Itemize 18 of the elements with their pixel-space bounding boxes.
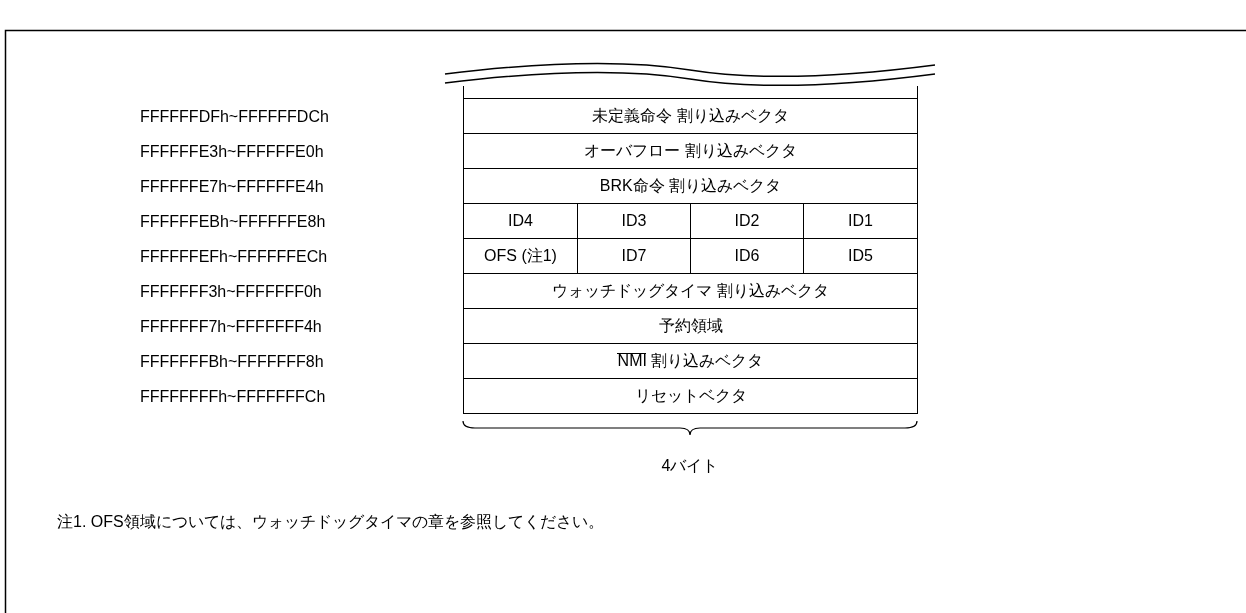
address-label: FFFFFFF7h~FFFFFFF4h xyxy=(140,318,322,336)
address-label: FFFFFFFFh~FFFFFFFCh xyxy=(140,388,326,406)
vector-cell: 予約領域 xyxy=(463,308,918,344)
address-label: FFFFFFE3h~FFFFFFE0h xyxy=(140,143,324,161)
address-label: FFFFFFDFh~FFFFFFDCh xyxy=(140,108,329,126)
vector-cell: リセットベクタ xyxy=(463,378,918,414)
vector-cell: ウォッチドッグタイマ 割り込みベクタ xyxy=(463,273,918,309)
address-label: FFFFFFEFh~FFFFFFECh xyxy=(140,248,328,266)
address-label: FFFFFFF3h~FFFFFFF0h xyxy=(140,283,322,301)
vector-cell: BRK命令 割り込みベクタ xyxy=(463,168,918,204)
footnote: 注1. OFS領域については、ウォッチドッグタイマの章を参照してください。 xyxy=(57,511,604,532)
vector-cell: NMI 割り込みベクタ xyxy=(463,343,918,379)
vector-cell: オーバフロー 割り込みベクタ xyxy=(463,133,918,169)
address-label: FFFFFFE7h~FFFFFFE4h xyxy=(140,178,324,196)
dimension-label: 4バイト xyxy=(661,455,719,476)
address-label: FFFFFFEBh~FFFFFFE8h xyxy=(140,213,326,231)
address-label: FFFFFFFBh~FFFFFFF8h xyxy=(140,353,324,371)
vector-cell: 未定義命令 割り込みベクタ xyxy=(463,98,918,134)
